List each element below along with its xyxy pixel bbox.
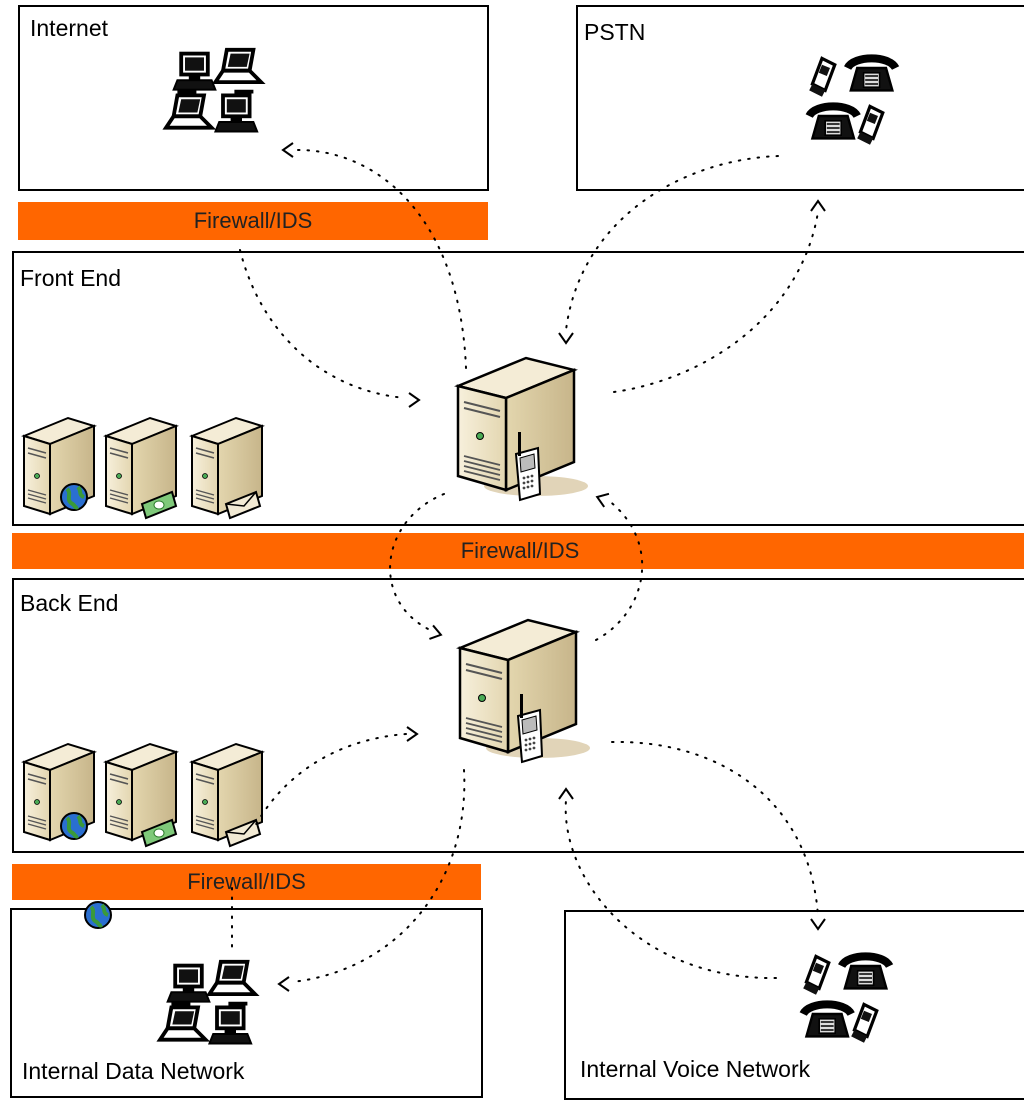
firewall-bar-top: Firewall/IDS bbox=[18, 202, 488, 240]
internal-voice-zone: Internal Voice Network bbox=[564, 910, 1024, 1100]
arrowheads bbox=[278, 142, 826, 992]
firewall-bar-middle: Firewall/IDS bbox=[12, 533, 1024, 569]
globe-icon bbox=[59, 811, 89, 841]
workstation-cluster-icon bbox=[160, 962, 255, 1044]
dotted-arrow-icon bbox=[231, 149, 819, 983]
firewall-label-top: Firewall/IDS bbox=[193, 208, 313, 233]
phone-cluster-icon bbox=[809, 58, 895, 144]
globe-icon bbox=[59, 482, 89, 512]
workstation-cluster-icon bbox=[166, 50, 261, 132]
zone-label-pstn: PSTN bbox=[584, 19, 646, 45]
zone-label-internal-data: Internal Data Network bbox=[22, 1058, 245, 1084]
zone-label-internal-voice: Internal Voice Network bbox=[580, 1056, 811, 1082]
firewall-bar-bottom: Firewall/IDS bbox=[12, 864, 481, 900]
internet-zone: Internet bbox=[18, 5, 489, 191]
voip-server-icon bbox=[458, 618, 592, 764]
pstn-zone: PSTN bbox=[576, 5, 1024, 191]
voip-server-icon bbox=[456, 356, 590, 502]
phone-cluster-icon bbox=[803, 956, 889, 1042]
zone-label-front-end: Front End bbox=[20, 265, 121, 291]
firewall-label-middle: Firewall/IDS bbox=[460, 538, 580, 563]
firewall-label-bottom: Firewall/IDS bbox=[187, 869, 306, 894]
zone-label-back-end: Back End bbox=[20, 590, 119, 616]
zone-label-internet: Internet bbox=[30, 15, 108, 41]
